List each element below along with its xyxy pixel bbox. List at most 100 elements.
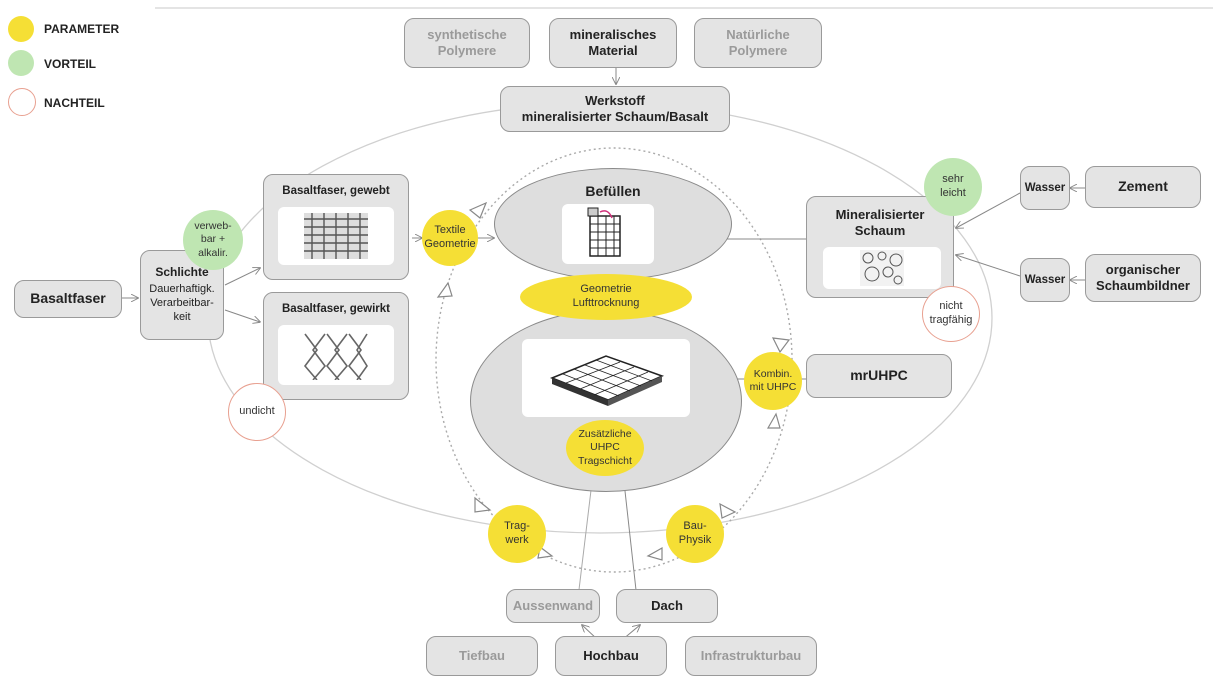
- verweb-line3: alkalir.: [198, 246, 228, 259]
- schlichte-line1: Dauerhaftigk.: [149, 283, 215, 296]
- hochbau-label: Hochbau: [583, 647, 639, 663]
- undicht-label: undicht: [239, 405, 275, 418]
- knitted-image: [278, 325, 394, 385]
- schaum-line2: Schaum: [854, 223, 906, 239]
- tragwerk-line2: werk: [505, 534, 529, 546]
- legend-nachteil-label: NACHTEIL: [44, 96, 105, 110]
- tragwerk-parameter: Trag- werk: [488, 505, 546, 563]
- kombin-line2: mit UHPC: [749, 381, 797, 393]
- mold-fill-icon: [587, 207, 621, 257]
- geometrie-lufttrocknung-parameter: Geometrie Lufttrocknung: [520, 274, 692, 320]
- synthetic-line1: synthetische: [427, 26, 507, 42]
- arrowhead-bauphysik: [719, 502, 737, 519]
- knitted-texture-icon: [303, 333, 368, 380]
- zusaetzliche-uhpc-parameter: Zusätzliche UHPC Tragschicht: [566, 420, 644, 476]
- arrowhead-kombin: [771, 337, 791, 354]
- arrowhead-kombin-up: [766, 412, 781, 429]
- mruhpc-label: mrUHPC: [850, 367, 908, 384]
- aussenwand-box[interactable]: Aussenwand: [506, 589, 600, 623]
- zement-box[interactable]: Zement: [1085, 166, 1201, 208]
- mineralisierter-schaum-box[interactable]: Mineralisierter Schaum: [806, 196, 954, 298]
- foam-image: [823, 247, 941, 289]
- undicht-disadvantage: undicht: [228, 383, 286, 441]
- kombin-uhpc-parameter: Kombin. mit UHPC: [744, 352, 802, 410]
- arrow-aussenwand-zus: [577, 482, 592, 599]
- organischer-schaumbildner-box[interactable]: organischer Schaumbildner: [1085, 254, 1201, 302]
- mineral-line2: Material: [588, 43, 638, 58]
- aussenwand-label: Aussenwand: [512, 597, 594, 613]
- arrow-dach-zus: [624, 482, 637, 591]
- textile-line1: Textile: [434, 224, 466, 237]
- arrowhead-bau-bottom: [646, 546, 663, 561]
- woven-texture-icon: [304, 213, 368, 259]
- geometrie-line1: Geometrie: [580, 283, 632, 296]
- nicht-line1: nicht: [939, 300, 963, 313]
- wasser-box-2[interactable]: Wasser: [1020, 258, 1070, 302]
- arrow-schlichte-gewebt: [224, 268, 260, 286]
- synthetic-polymers-box[interactable]: synthetische Polymere: [404, 18, 530, 68]
- legend-vorteil-label: VORTEIL: [44, 57, 97, 71]
- schlichte-line3: keit: [173, 310, 191, 323]
- synthetic-line2: Polymere: [437, 43, 497, 58]
- organ-line1: organischer: [1105, 261, 1181, 277]
- schlichte-title: Schlichte: [155, 265, 209, 280]
- textile-line2: Geometrie: [424, 238, 476, 250]
- mold-image: [562, 204, 654, 264]
- zus-line3: Tragschicht: [578, 454, 632, 467]
- mineral-line1: mineralisches: [569, 26, 657, 42]
- infrastrukturbau-box[interactable]: Infrastrukturbau: [685, 636, 817, 676]
- tiefbau-box[interactable]: Tiefbau: [426, 636, 538, 676]
- verwebbar-advantage: verweb- bar + alkalir.: [183, 210, 243, 270]
- schlichte-line2: Verarbeitbar-: [150, 297, 214, 310]
- gewebt-title: Basaltfaser, gewebt: [282, 185, 390, 197]
- arrow-wasser2-schaum: [956, 255, 1021, 277]
- basaltfaser-gewirkt-box[interactable]: Basaltfaser, gewirkt: [263, 292, 409, 400]
- infrastruktur-label: Infrastrukturbau: [700, 647, 802, 663]
- panel-image: [522, 339, 690, 417]
- sehr-leicht-advantage: sehr leicht: [924, 158, 982, 216]
- bau-line2: Physik: [678, 534, 712, 546]
- werkstoff-line1: Werkstoff: [585, 92, 645, 108]
- basaltfaser-label: Basaltfaser: [30, 290, 106, 307]
- schaum-line1: Mineralisierter: [835, 207, 925, 222]
- arrowhead-textile: [436, 281, 453, 298]
- sehr-line1: sehr: [942, 173, 964, 186]
- nicht-tragfaehig-disadvantage: nicht tragfähig: [922, 286, 980, 342]
- arrowhead-befuellen: [468, 201, 488, 219]
- basaltfaser-box[interactable]: Basaltfaser: [14, 280, 122, 318]
- natural-polymers-box[interactable]: Natürliche Polymere: [694, 18, 822, 68]
- bauphysik-parameter: Bau- Physik: [666, 505, 724, 563]
- zus-line2: UHPC: [590, 441, 620, 454]
- legend-parameter-label: PARAMETER: [44, 22, 120, 36]
- geometrie-line2: Lufttrocknung: [572, 297, 640, 309]
- legend-parameter-swatch: [8, 16, 34, 42]
- arrow-wasser1-schaum: [956, 192, 1021, 228]
- hochbau-box[interactable]: Hochbau: [555, 636, 667, 676]
- foam-texture-icon: [860, 250, 904, 286]
- dach-label: Dach: [651, 597, 683, 613]
- arrow-schlichte-gewirkt: [224, 309, 260, 322]
- panel-3d-icon: [549, 355, 665, 406]
- befuellen-title: Befüllen: [585, 183, 641, 199]
- werkstoff-box[interactable]: Werkstoff mineralisierter Schaum/Basalt: [500, 86, 730, 132]
- gewirkt-title: Basaltfaser, gewirkt: [281, 303, 391, 315]
- natural-line2: Polymere: [728, 43, 788, 58]
- bau-line1: Bau-: [683, 520, 707, 533]
- organ-line2: Schaumbildner: [1096, 278, 1190, 293]
- wasser2-label: Wasser: [1024, 273, 1066, 286]
- zement-label: Zement: [1118, 178, 1168, 195]
- sehr-line2: leicht: [940, 187, 966, 199]
- tiefbau-label: Tiefbau: [459, 647, 505, 663]
- basaltfaser-gewebt-box[interactable]: Basaltfaser, gewebt: [263, 174, 409, 280]
- werkstoff-line2: mineralisierter Schaum/Basalt: [521, 109, 709, 124]
- legend-nachteil-swatch: [8, 88, 36, 116]
- mruhpc-box[interactable]: mrUHPC: [806, 354, 952, 398]
- legend-vorteil-swatch: [8, 50, 34, 76]
- textile-geometrie-parameter: Textile Geometrie: [422, 210, 478, 266]
- wasser-box-1[interactable]: Wasser: [1020, 166, 1070, 210]
- mineral-material-box[interactable]: mineralisches Material: [549, 18, 677, 68]
- zus-line1: Zusätzliche: [578, 428, 632, 441]
- dach-box[interactable]: Dach: [616, 589, 718, 623]
- verweb-line2: bar +: [200, 233, 226, 246]
- natural-line1: Natürliche: [726, 26, 790, 42]
